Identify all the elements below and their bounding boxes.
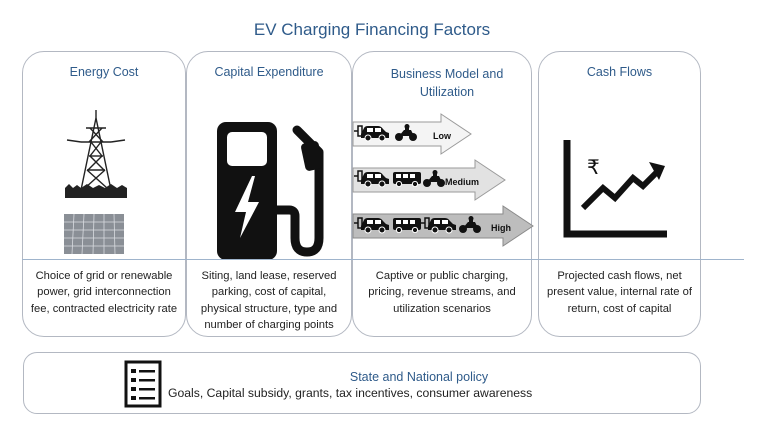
transmission-tower-icon <box>65 110 127 198</box>
diagram-title: EV Charging Financing Factors <box>253 20 491 39</box>
card-description: Captive or public charging, pricing, rev… <box>368 270 516 315</box>
card-description: Siting, land lease, reserved parking, co… <box>200 270 338 331</box>
rupee-icon: ₹ <box>587 157 600 179</box>
checklist-icon <box>124 360 162 408</box>
card-business-model: Business Model and Utilization <box>352 51 534 337</box>
utilization-arrows: Low Medium High <box>352 113 534 247</box>
policy-title: State and National policy <box>349 370 489 384</box>
divider-line <box>22 259 744 260</box>
card-title: Business Model and Utilization <box>390 67 504 99</box>
card-capital-expenditure: Capital Expenditure Siting, land lease, … <box>186 51 352 337</box>
arrow-label-low: Low <box>433 131 452 141</box>
policy-text: Goals, Capital subsidy, grants, tax ince… <box>168 386 533 400</box>
card-title: Cash Flows <box>586 65 653 79</box>
card-title: Capital Expenditure <box>214 65 324 79</box>
card-description: Choice of grid or renewable power, grid … <box>30 270 178 315</box>
card-energy-cost: Energy Cost <box>22 51 186 337</box>
policy-box <box>23 352 701 414</box>
arrow-label-medium: Medium <box>445 177 479 187</box>
solar-panel-icon <box>64 213 124 255</box>
card-description: Projected cash flows, net present value,… <box>547 270 692 315</box>
ev-charging-station-icon <box>217 122 324 260</box>
card-cash-flows: Cash Flows ₹ Projected cash flows, net p… <box>538 51 701 337</box>
card-title: Energy Cost <box>69 65 139 79</box>
arrow-label-high: High <box>491 223 511 233</box>
growth-chart-icon: ₹ <box>563 140 667 238</box>
